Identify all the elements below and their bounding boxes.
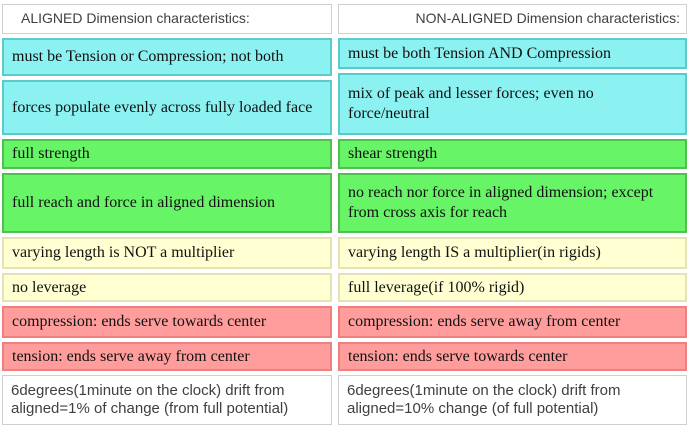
table-cell-nonaligned-shear-strength: shear strength <box>338 139 687 169</box>
table-cell-aligned-compression: compression: ends serve towards center <box>2 306 332 338</box>
table-cell-nonaligned-drift: 6degrees(1minute on the clock) drift fro… <box>338 375 687 425</box>
table-cell-aligned-tension: tension: ends serve away from center <box>2 342 332 371</box>
aligned-column-header: ALIGNED Dimension characteristics: <box>2 4 332 34</box>
table-cell-nonaligned-tension-and-compression: must be both Tension AND Compression <box>338 38 687 69</box>
aligned-column: ALIGNED Dimension characteristics: must … <box>2 4 332 425</box>
table-cell-aligned-tension-or-compression: must be Tension or Compression; not both <box>2 38 332 76</box>
table-cell-aligned-full-strength: full strength <box>2 139 332 169</box>
table-cell-nonaligned-mix-of-forces: mix of peak and lesser forces; even no f… <box>338 73 687 135</box>
table-cell-nonaligned-no-reach: no reach nor force in aligned dimension;… <box>338 173 687 233</box>
table-cell-aligned-drift: 6degrees(1minute on the clock) drift fro… <box>2 375 332 425</box>
table-cell-aligned-forces-populate: forces populate evenly across fully load… <box>2 80 332 135</box>
table-cell-nonaligned-compression: compression: ends serve away from center <box>338 306 687 338</box>
table-cell-nonaligned-varying-length: varying length IS a multiplier(in rigids… <box>338 237 687 269</box>
table-cell-nonaligned-tension: tension: ends serve towards center <box>338 342 687 371</box>
table-cell-nonaligned-full-leverage: full leverage(if 100% rigid) <box>338 273 687 302</box>
table-cell-aligned-full-reach: full reach and force in aligned dimensio… <box>2 173 332 233</box>
table-cell-aligned-no-leverage: no leverage <box>2 273 332 302</box>
non-aligned-column-header: NON-ALIGNED Dimension characteristics: <box>338 4 687 34</box>
table-cell-aligned-varying-length: varying length is NOT a multiplier <box>2 237 332 269</box>
non-aligned-column: NON-ALIGNED Dimension characteristics: m… <box>338 4 687 425</box>
table-columns: ALIGNED Dimension characteristics: must … <box>2 4 690 425</box>
